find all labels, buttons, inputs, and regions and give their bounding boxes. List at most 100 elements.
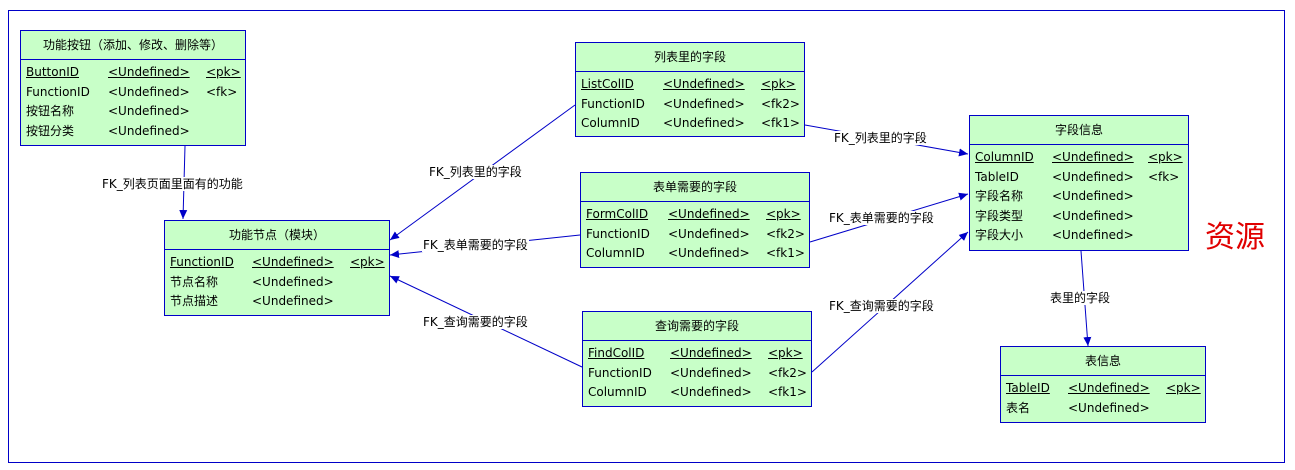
attribute-row: 字段大小 <Undefined> [970, 226, 1188, 246]
attribute-name: ButtonID [26, 65, 79, 79]
attribute-row: 表名 <Undefined> [1001, 399, 1205, 419]
attribute-row: TableID <Undefined> <fk> [970, 168, 1188, 188]
attribute-row: ColumnID <Undefined> <fk1> [583, 383, 811, 403]
attribute-name: 表名 [1006, 400, 1031, 415]
attribute-row: 节点描述 <Undefined> [165, 292, 389, 312]
attribute-row: FormColID<Undefined><pk> [581, 205, 809, 225]
attribute-key: <fk2> [761, 96, 800, 111]
attribute-row: 节点名称 <Undefined> [165, 273, 389, 293]
attribute-type: <Undefined> [1052, 228, 1134, 242]
attribute-name: FormColID [586, 207, 649, 221]
attribute-type: <Undefined> [1068, 381, 1150, 395]
entity-list-column[interactable]: 列表里的字段 ListColID<Undefined><pk> Function… [575, 42, 805, 137]
attribute-name: FunctionID [586, 226, 650, 241]
attribute-name: 节点描述 [170, 294, 219, 308]
attribute-row: FindColID <Undefined> <pk> [583, 344, 811, 364]
relation-label-listcol-func: FK_列表里的字段 [428, 165, 523, 179]
attribute-name: 字段类型 [975, 208, 1024, 223]
annotation-resource: 资源 [1205, 220, 1265, 255]
attribute-name: FunctionID [581, 96, 645, 111]
attribute-name: ColumnID [586, 246, 645, 260]
attribute-key: <fk> [1148, 169, 1180, 184]
attribute-key: <fk1> [761, 116, 800, 130]
attribute-type: <Undefined> [663, 96, 745, 111]
attribute-type: <Undefined> [1052, 150, 1134, 164]
attribute-key: <fk1> [768, 385, 807, 399]
attribute-type: <Undefined> [252, 255, 334, 269]
attribute-row: FunctionID <Undefined> <fk2> [576, 95, 804, 115]
attribute-type: <Undefined> [108, 65, 190, 79]
attribute-key: <fk2> [768, 365, 807, 380]
attribute-row: TableID <Undefined> <pk> [1001, 379, 1205, 399]
attribute-name: 按钮名称 [26, 104, 75, 118]
attribute-type: <Undefined> [1052, 169, 1134, 184]
relation-label-findcol-colinfo: FK_查询需要的字段 [828, 299, 935, 313]
attribute-type: <Undefined> [1052, 208, 1134, 223]
entity-column-info[interactable]: 字段信息 ColumnID<Undefined><pk> TableID<Und… [969, 115, 1189, 251]
attribute-type: <Undefined> [1052, 189, 1134, 203]
attribute-type: <Undefined> [668, 246, 750, 260]
attribute-name: FunctionID [588, 365, 652, 380]
relation-label-btn-func: FK_列表页面里面有的功能 [101, 177, 244, 191]
entity-title: 表单需要的字段 [581, 173, 809, 202]
diagram-frame [8, 10, 1285, 463]
attribute-name: ColumnID [581, 116, 640, 130]
entity-title: 字段信息 [970, 116, 1188, 145]
attribute-type: <Undefined> [670, 346, 752, 360]
attribute-name: FindColID [588, 346, 645, 360]
attribute-row: FunctionID <Undefined> <fk> [21, 83, 245, 103]
attribute-row: ListColID<Undefined><pk> [576, 75, 804, 95]
attribute-type: <Undefined> [663, 116, 745, 130]
attribute-key: <pk> [768, 346, 803, 360]
entity-table-info[interactable]: 表信息 TableID <Undefined> <pk> 表名 <Undefined> [1000, 346, 1206, 423]
attribute-type: <Undefined> [668, 226, 750, 241]
entity-function-node[interactable]: 功能节点（模块） FunctionID <Undefined> <pk> 节点名称 <… [164, 220, 390, 316]
entity-title: 表信息 [1001, 347, 1205, 376]
attribute-key: <fk> [206, 84, 238, 99]
attribute-name: FunctionID [170, 255, 234, 269]
entity-title: 功能按钮（添加、修改、删除等） [21, 31, 245, 60]
attribute-row: ButtonID <Undefined> <pk> [21, 63, 245, 83]
attribute-key: <pk> [1148, 150, 1183, 164]
attribute-type: <Undefined> [670, 385, 752, 399]
attribute-type: <Undefined> [108, 104, 190, 118]
attribute-row: ColumnID <Undefined> <fk1> [576, 114, 804, 134]
attribute-key: <fk1> [766, 246, 805, 260]
attribute-row: FunctionID <Undefined> <pk> [165, 253, 389, 273]
attribute-name: TableID [1006, 381, 1050, 395]
entity-title: 查询需要的字段 [583, 312, 811, 341]
relation-label-colinfo-tblinfo: 表里的字段 [1049, 291, 1112, 305]
attribute-name: FunctionID [26, 84, 90, 99]
attribute-type: <Undefined> [663, 77, 745, 91]
entity-form-column[interactable]: 表单需要的字段 FormColID<Undefined><pk> Functio… [580, 172, 810, 268]
attribute-name: 按钮分类 [26, 123, 75, 138]
attribute-name: TableID [975, 169, 1019, 184]
attribute-name: 字段大小 [975, 228, 1024, 242]
attribute-name: ColumnID [588, 385, 647, 399]
attribute-row: ColumnID<Undefined><pk> [970, 148, 1188, 168]
attribute-type: <Undefined> [252, 274, 334, 289]
attribute-key: <fk2> [766, 226, 805, 241]
attribute-key: <pk> [761, 77, 796, 91]
attribute-row: FunctionID <Undefined> <fk2> [581, 225, 809, 245]
attribute-name: 字段名称 [975, 189, 1024, 203]
attribute-row: FunctionID <Undefined> <fk2> [583, 364, 811, 384]
attribute-row: 按钮名称 <Undefined> [21, 102, 245, 122]
attribute-name: 节点名称 [170, 274, 219, 289]
entity-function-button[interactable]: 功能按钮（添加、修改、删除等） ButtonID<Undefined><pk> … [20, 30, 246, 146]
attribute-type: <Undefined> [670, 365, 752, 380]
attribute-key: <pk> [1166, 381, 1201, 395]
relation-label-findcol-func: FK_查询需要的字段 [422, 315, 529, 329]
attribute-type: <Undefined> [252, 294, 334, 308]
relation-label-listcol-colinfo: FK_列表里的字段 [833, 131, 928, 145]
attribute-key: <pk> [350, 255, 385, 269]
entity-find-column[interactable]: 查询需要的字段 FindColID <Undefined> <pk> Functio… [582, 311, 812, 407]
attribute-type: <Undefined> [108, 84, 190, 99]
attribute-type: <Undefined> [1068, 400, 1150, 415]
attribute-key: <pk> [206, 65, 241, 79]
attribute-row: ColumnID <Undefined> <fk1> [581, 244, 809, 264]
attribute-key: <pk> [766, 207, 801, 221]
attribute-row: 按钮分类<Undefined> [21, 122, 245, 142]
entity-title: 功能节点（模块） [165, 221, 389, 250]
entity-title: 列表里的字段 [576, 43, 804, 72]
